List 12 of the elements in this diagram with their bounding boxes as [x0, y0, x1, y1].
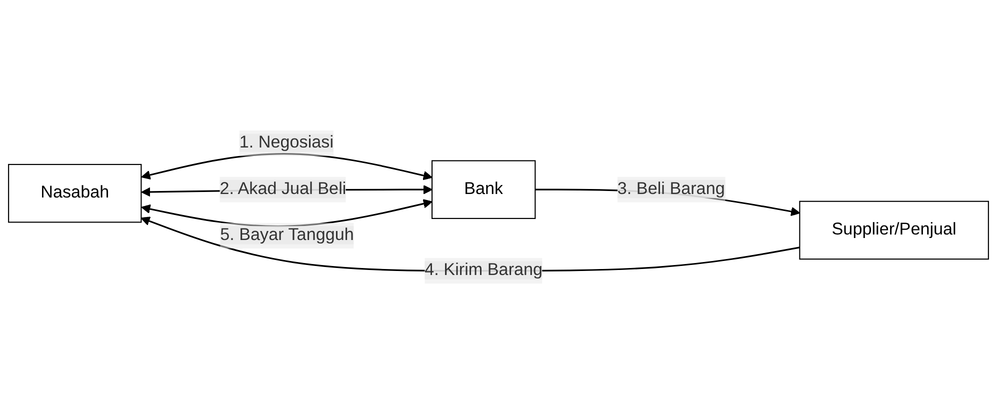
edge-label: 3. Beli Barang: [617, 180, 725, 198]
edge-label: 2. Akad Jual Beli: [220, 180, 346, 198]
flow-diagram: 1. Negosiasi 2. Akad Jual Beli 5. Bayar Tangguh 3. Beli Barang 4. Kirim Barang Nasabah Bank Supplier/Penjual: [0, 122, 997, 292]
arrow: [140, 216, 800, 272]
node-box: [8, 164, 142, 223]
edge-label: 5. Bayar Tangguh: [220, 226, 354, 244]
edge-label: 4. Kirim Barang: [424, 261, 543, 280]
edge-label: 1. Negosiasi: [239, 134, 334, 152]
arrow: [141, 152, 432, 180]
node-box: [799, 200, 989, 260]
node-box: [432, 160, 536, 219]
arrow: [141, 198, 432, 227]
